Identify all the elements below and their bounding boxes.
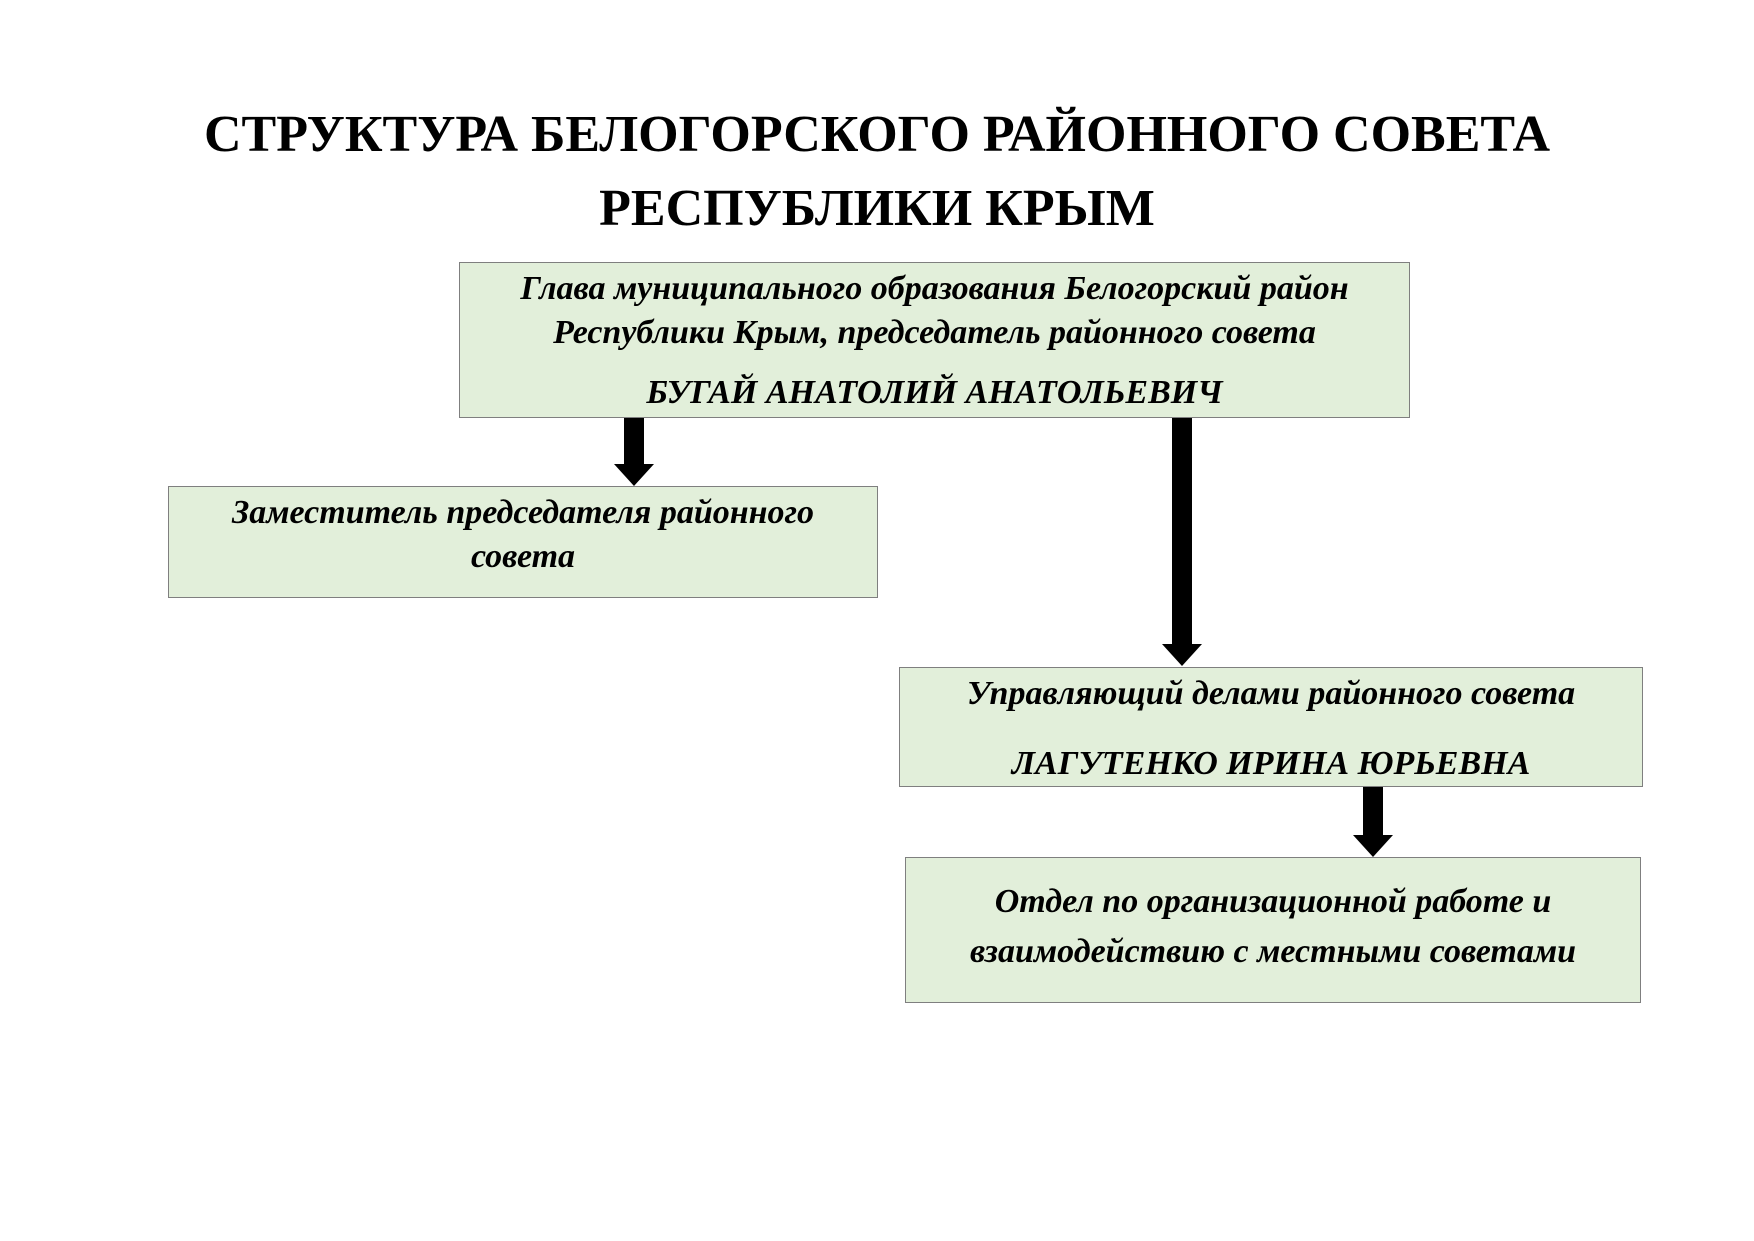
node-head-line-1: Глава муниципального образования Белогор… <box>520 270 1349 307</box>
node-manager-line-1: Управляющий делами районного совета <box>966 675 1576 712</box>
page-title: СТРУКТУРА БЕЛОГОРСКОГО РАЙОННОГО СОВЕТА … <box>0 98 1754 246</box>
node-head-name: БУГАЙ АНАТОЛИЙ АНАТОЛЬЕВИЧ <box>646 374 1223 411</box>
arrow-head-to-deputy <box>614 418 654 486</box>
title-line-1: СТРУКТУРА БЕЛОГОРСКОГО РАЙОННОГО СОВЕТА <box>203 106 1551 163</box>
node-manager: Управляющий делами районного совета ЛАГУ… <box>899 667 1643 787</box>
node-manager-name: ЛАГУТЕНКО ИРИНА ЮРЬЕВНА <box>1011 745 1531 782</box>
node-deputy: Заместитель председателя районного совет… <box>168 486 878 598</box>
node-head-line-2: Республики Крым, председатель районного … <box>553 314 1316 351</box>
node-department: Отдел по организационной работе и взаимо… <box>905 857 1641 1003</box>
arrow-head-to-manager <box>1162 418 1202 666</box>
node-department-line-1: Отдел по организационной работе и <box>994 883 1552 920</box>
node-deputy-line-1: Заместитель председателя районного <box>231 494 815 531</box>
node-department-line-2: взаимодействию с местными советами <box>969 933 1577 970</box>
node-head: Глава муниципального образования Белогор… <box>459 262 1410 418</box>
arrow-manager-to-department <box>1353 787 1393 857</box>
title-line-2: РЕСПУБЛИКИ КРЫМ <box>599 180 1155 237</box>
node-deputy-line-2: совета <box>470 538 576 575</box>
